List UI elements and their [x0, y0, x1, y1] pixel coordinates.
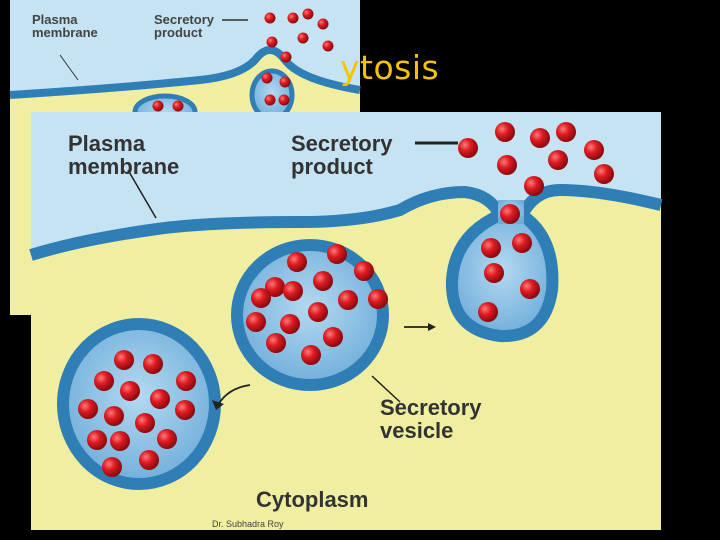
secretory-product-label: Secretory product	[291, 131, 393, 180]
main-diagram	[29, 112, 663, 530]
secretory-product-in-left-vesicle	[78, 350, 196, 477]
secretory-product-in-middle-vesicle	[246, 244, 388, 365]
credit-text: Dr. Subhadra Roy	[212, 519, 284, 529]
plasma-membrane-left	[29, 185, 506, 261]
slide-title: ytosis	[340, 48, 440, 87]
extracellular-space	[31, 112, 661, 255]
small-secretory-product	[152, 8, 334, 112]
secretory-vesicle-label: Secretory vesicle	[380, 395, 482, 444]
vesicle-transport-arrowhead-left	[212, 400, 224, 410]
vesicle-transport-arrow-left	[217, 384, 251, 406]
vesicle-transport-arrowhead-right	[428, 323, 436, 331]
plasma-membrane-right	[516, 183, 663, 218]
secretory-product-in-fusing-vesicle	[478, 233, 540, 322]
secretory-product-released	[458, 122, 614, 224]
small-plasma-membrane-label: Plasma membrane	[32, 12, 98, 40]
cytoplasm-label: Cytoplasm	[256, 487, 369, 512]
secretory-vesicle-pointer	[371, 375, 401, 403]
small-plasma-membrane	[9, 46, 361, 99]
small-membrane-pointer	[59, 54, 79, 81]
plasma-membrane-label: Plasma membrane	[68, 131, 180, 180]
plasma-membrane-pointer	[127, 169, 157, 219]
small-secretory-product-label: Secretory product	[154, 12, 214, 40]
